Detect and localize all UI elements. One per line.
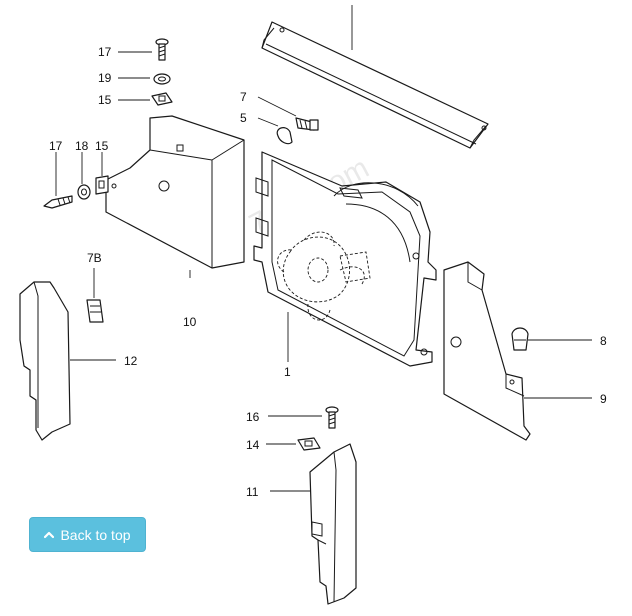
shroud-cover-10 (105, 115, 245, 278)
clip-14 (266, 437, 321, 451)
callout-labels: 17 19 15 17 18 15 7B 10 12 7 5 1 8 9 16 … (49, 45, 607, 499)
callout-8: 8 (600, 334, 607, 348)
callout-12: 12 (124, 354, 138, 368)
callout-7: 7 (240, 90, 247, 104)
screw-17-top (118, 38, 169, 61)
rivet-8 (511, 327, 592, 351)
washer-19 (118, 73, 171, 85)
clip-7b (86, 268, 104, 323)
side-deflector-11 (270, 443, 357, 605)
bolt-7 (257, 96, 319, 131)
callout-16: 16 (246, 410, 260, 424)
callout-14: 14 (246, 438, 260, 452)
callout-15-top: 15 (98, 93, 112, 107)
callout-17-top: 17 (98, 45, 112, 59)
callout-5: 5 (240, 111, 247, 125)
screw-17-left (43, 152, 73, 209)
callout-11: 11 (246, 485, 259, 499)
clamp-5 (257, 117, 293, 145)
callout-19: 19 (98, 71, 112, 85)
clip-15-left (95, 152, 109, 195)
back-to-top-label: Back to top (60, 526, 131, 543)
callout-1: 1 (284, 365, 291, 379)
callout-9: 9 (600, 392, 607, 406)
clip-15-top (118, 92, 173, 106)
callout-17-left: 17 (49, 139, 63, 153)
side-deflector-9 (443, 261, 592, 441)
chevron-up-icon (44, 531, 55, 538)
washer-18 (77, 152, 91, 200)
screw-16 (268, 406, 339, 429)
side-deflector-12 (19, 281, 116, 441)
callout-7b: 7B (87, 251, 102, 265)
top-deflector-strip (261, 5, 489, 149)
callout-10: 10 (183, 315, 197, 329)
back-to-top-button[interactable]: Back to top (29, 517, 146, 552)
callout-15-left: 15 (95, 139, 109, 153)
callout-18: 18 (75, 139, 89, 153)
fan-shroud-1 (253, 151, 437, 367)
